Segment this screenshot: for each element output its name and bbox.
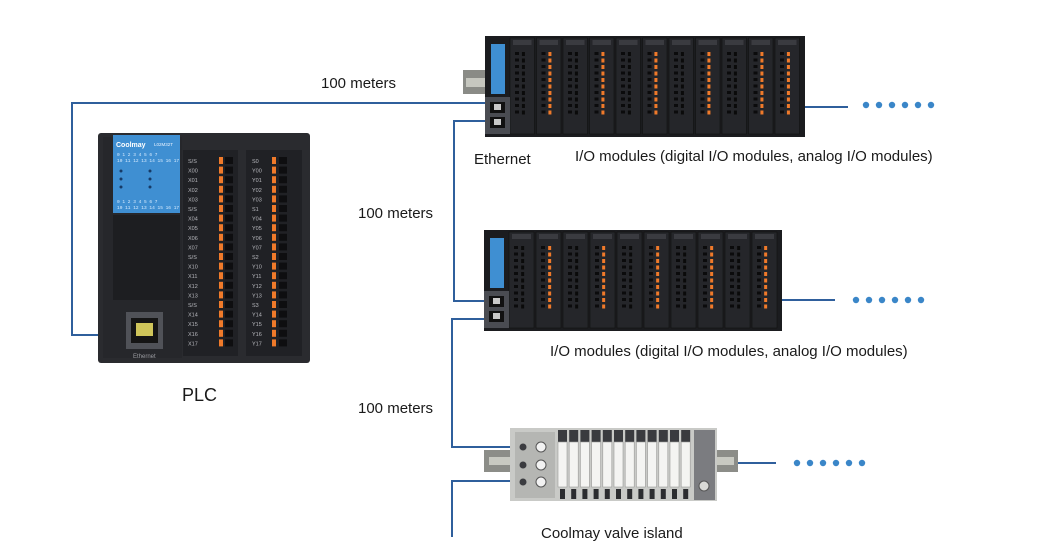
plc-model: L02M32T xyxy=(154,142,173,147)
plc-output-terminal-label: Y00 xyxy=(252,169,262,175)
plc-input-terminal-label: S/S xyxy=(188,207,197,213)
plc-output-terminal-label: Y05 xyxy=(252,226,262,232)
plc-input-terminal-label: X13 xyxy=(188,293,198,299)
plc-input-terminal-label: X02 xyxy=(188,188,198,194)
link-io1-to-io2 xyxy=(453,120,497,302)
plc-input-terminal-label: X07 xyxy=(188,245,198,251)
link-label-bottom: 100 meters xyxy=(358,400,434,417)
svg-text:0 1 2 3 4 5 6 7: 0 1 2 3 4 5 6 7 xyxy=(117,199,158,205)
plc-output-terminal-label: S2 xyxy=(252,255,259,261)
plc-input-terminal-label: S/S xyxy=(188,159,197,165)
plc-output-terminal-label: S0 xyxy=(252,159,259,165)
plc-output-terminal-label: Y02 xyxy=(252,188,262,194)
plc-input-terminal-label: S/S xyxy=(188,255,197,261)
plc-label: PLC xyxy=(182,385,218,405)
io2-blue-strip xyxy=(490,238,504,288)
io1-modules-label: I/O modules (digital I/O modules, analog… xyxy=(575,148,933,165)
plc-input-terminal-label: X17 xyxy=(188,341,198,347)
plc-input-terminal-label: X11 xyxy=(188,274,197,280)
continuation-dots-1 xyxy=(862,101,935,109)
plc-output-terminal-label: Y12 xyxy=(252,284,262,290)
io-module-rack-2 xyxy=(484,230,782,331)
plc-input-terminal-label: X04 xyxy=(188,217,198,223)
plc-output-terminal-label: Y15 xyxy=(252,322,262,328)
plc-input-terminal-label: X06 xyxy=(188,236,198,242)
plc-output-terminal-label: Y03 xyxy=(252,197,262,203)
continuation-dots-2 xyxy=(852,296,925,304)
plc-output-terminal-label: Y04 xyxy=(252,217,262,223)
plc-output-terminal-label: S1 xyxy=(252,207,259,213)
plc-output-terminal-label: S3 xyxy=(252,303,259,309)
plc-output-terminal-label: Y17 xyxy=(252,341,262,347)
io2-modules-label: I/O modules (digital I/O modules, analog… xyxy=(550,343,908,360)
link-label-top: 100 meters xyxy=(321,75,397,92)
plc-output-terminal-label: Y01 xyxy=(252,178,262,184)
plc-input-terminal-label: X00 xyxy=(188,169,198,175)
plc-output-terminal-label: Y06 xyxy=(252,236,262,242)
valve-island-label: Coolmay valve island xyxy=(541,525,683,542)
plc-output-terminal-label: Y11 xyxy=(252,274,261,280)
plc-input-terminal-label: X12 xyxy=(188,284,198,290)
plc-input-terminal-label: X03 xyxy=(188,197,198,203)
valve-island xyxy=(484,428,738,501)
plc-output-terminal-label: Y10 xyxy=(252,265,262,271)
plc-output-terminal-label: Y07 xyxy=(252,245,262,251)
svg-text:10 11 12 13 14 15 16 17: 10 11 12 13 14 15 16 17 xyxy=(117,158,179,164)
plc-output-terminal-label: Y13 xyxy=(252,293,262,299)
plc-brand: Coolmay xyxy=(116,142,146,149)
io1-blue-strip xyxy=(491,44,505,94)
plc-input-terminal-label: X16 xyxy=(188,332,198,338)
plc-input-terminal-label: S/S xyxy=(188,303,197,309)
plc-input-terminal-label: X15 xyxy=(188,322,198,328)
plc-output-terminal-label: Y16 xyxy=(252,332,262,338)
plc-device: Coolmay L02M32T 0 1 2 3 4 5 6 7 10 11 12… xyxy=(98,133,310,363)
svg-text:10 11 12 13 14 15 16 17: 10 11 12 13 14 15 16 17 xyxy=(117,205,179,211)
plc-output-terminal-label: Y14 xyxy=(252,313,262,319)
io1-ethernet-label: Ethernet xyxy=(474,151,531,168)
plc-input-terminal-label: X14 xyxy=(188,313,198,319)
svg-text:0 1 2 3 4 5 6 7: 0 1 2 3 4 5 6 7 xyxy=(117,152,158,158)
plc-input-terminal-label: X01 xyxy=(188,178,198,184)
plc-port-label: Ethernet xyxy=(133,354,156,360)
link-valve-out xyxy=(451,480,517,537)
link-io2-to-valve xyxy=(451,318,517,448)
plc-input-terminal-label: X10 xyxy=(188,265,198,271)
plc-input-terminal-label: X05 xyxy=(188,226,198,232)
continuation-dots-3 xyxy=(793,459,866,467)
io-module-rack-1 xyxy=(463,36,805,137)
link-label-middle: 100 meters xyxy=(358,205,434,222)
plc-status-panel xyxy=(113,135,180,213)
